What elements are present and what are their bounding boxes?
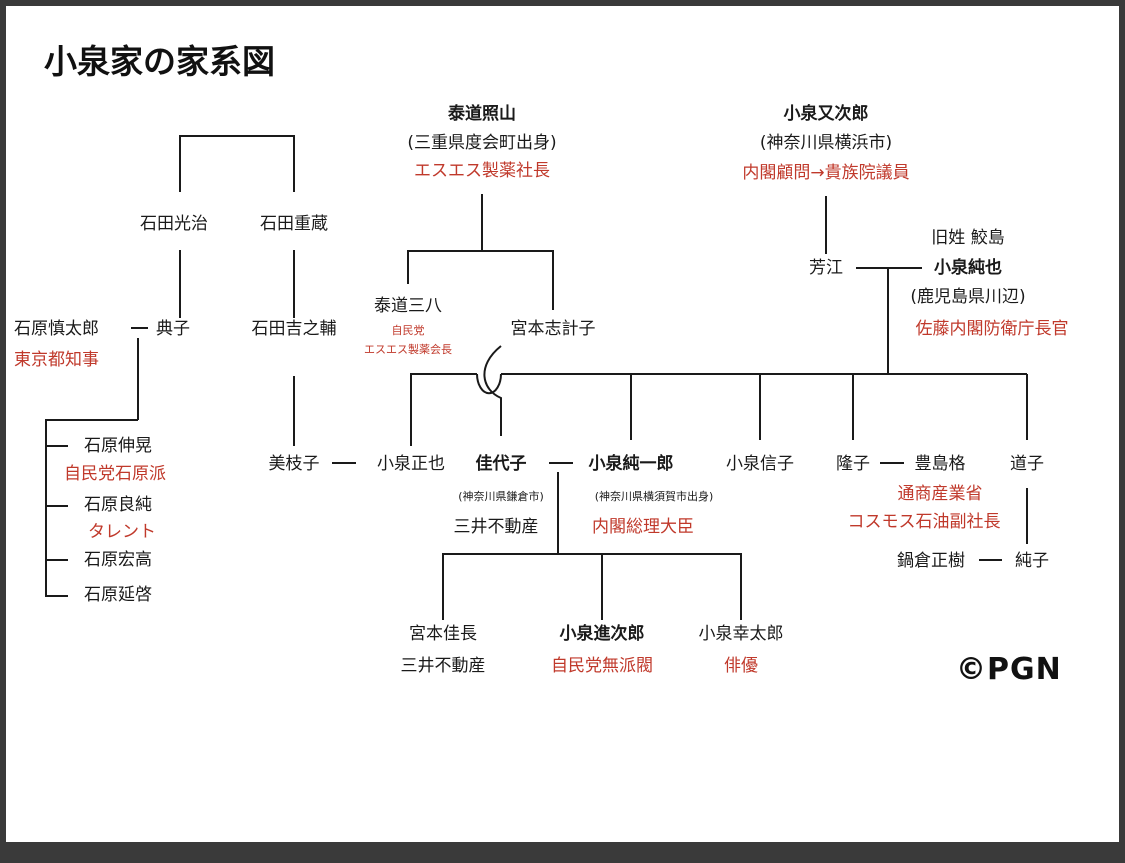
- person-miyamoto-yoshinaga: 宮本佳長: [409, 624, 477, 644]
- connector-lines: [45, 135, 1028, 620]
- line-crossing-hop: [476, 373, 502, 395]
- grandchildren-bracket: [442, 553, 742, 620]
- person-koizumi-masaya: 小泉正也: [377, 454, 445, 474]
- person-koizumi-shinjiro: 小泉進次郎: [559, 624, 645, 644]
- person-koizumi-nobuko: 小泉信子: [726, 454, 794, 474]
- role-koizumi-junya: 佐藤内閣防衛庁長官: [915, 319, 1069, 339]
- person-miyamoto-shikeko: 宮本志計子: [510, 319, 596, 339]
- person-ishihara-hirotaka: 石原宏高: [84, 550, 152, 570]
- person-ishihara-nobuhiro: 石原延啓: [84, 585, 152, 605]
- role-taido-sanpachi-party: 自民党: [391, 324, 425, 337]
- person-ishihara-nobuteru: 石原伸晃: [84, 436, 152, 456]
- person-taido-shozan: 泰道照山: [448, 104, 516, 124]
- origin-taido-shozan: (三重県度会町出身): [407, 133, 557, 153]
- role-ishihara-shintaro: 東京都知事: [14, 350, 99, 370]
- person-ishida-mitsuharu: 石田光治: [140, 214, 208, 234]
- person-mieko: 美枝子: [268, 454, 320, 474]
- role-ishihara-yoshizumi: タレント: [88, 522, 156, 542]
- person-junko: 純子: [1015, 551, 1049, 571]
- origin-koizumi-junichiro: (神奈川県横須賀市出身): [594, 490, 714, 503]
- taido-children-bracket: [407, 250, 554, 310]
- person-noriko: 典子: [156, 319, 190, 339]
- person-nabekura-masaki: 鍋倉正樹: [897, 551, 965, 571]
- role-miyamoto-yoshinaga: 三井不動産: [400, 656, 486, 676]
- person-ishida-kichinosuke: 石田吉之輔: [251, 319, 337, 339]
- family-tree-panel: 小泉家の家系図 石田光治 石田重蔵 石原慎太郎 東京都知事 典子 石田吉之輔 石…: [6, 6, 1119, 842]
- person-koizumi-junichiro: 小泉純一郎: [588, 454, 674, 474]
- copyright-mark: ©PGN: [956, 652, 1062, 687]
- person-taido-sanpachi: 泰道三八: [374, 296, 442, 316]
- page-title: 小泉家の家系図: [44, 42, 275, 81]
- role-toshima-itaru-ministry: 通商産業省: [897, 484, 983, 504]
- role-ishihara-nobuteru: 自民党石原派: [64, 464, 166, 484]
- person-ishihara-shintaro: 石原慎太郎: [14, 319, 99, 339]
- role-koizumi-kotaro: 俳優: [724, 656, 758, 676]
- children-bar-left: [410, 373, 477, 446]
- origin-koizumi-matajiro: (神奈川県横浜市): [759, 133, 893, 153]
- person-koizumi-junya: 小泉純也: [934, 258, 1002, 278]
- line-shikeko-kayoko: [483, 345, 502, 436]
- role-kayoko: 三井不動産: [453, 517, 539, 537]
- person-michiko: 道子: [1010, 454, 1044, 474]
- role-taido-sanpachi-company: エスエス製薬会長: [364, 343, 452, 356]
- origin-kayoko: (神奈川県鎌倉市): [458, 490, 544, 503]
- role-koizumi-shinjiro: 自民党無派閥: [551, 656, 653, 676]
- former-name-koizumi-junya: 旧姓 鮫島: [931, 228, 1005, 248]
- bottom-bar: [0, 842, 1125, 863]
- person-toshima-itaru: 豊島格: [914, 454, 966, 474]
- person-takako: 隆子: [836, 454, 870, 474]
- person-yoshie: 芳江: [809, 258, 843, 278]
- origin-koizumi-junya: (鹿児島県川辺): [910, 287, 1026, 307]
- person-koizumi-matajiro: 小泉又次郎: [783, 104, 869, 124]
- role-taido-shozan: エスエス製薬社長: [414, 161, 550, 181]
- role-koizumi-matajiro: 内閣顧問→貴族院議員: [742, 163, 910, 183]
- person-kayoko: 佳代子: [475, 454, 527, 474]
- ishida-sibling-bracket: [179, 135, 295, 192]
- ishihara-children-bracket: [45, 419, 138, 597]
- role-toshima-itaru-company: コスモス石油副社長: [847, 512, 1001, 532]
- role-koizumi-junichiro: 内閣総理大臣: [592, 517, 694, 537]
- person-ishida-shigezo: 石田重蔵: [260, 214, 328, 234]
- person-koizumi-kotaro: 小泉幸太郎: [698, 624, 784, 644]
- person-ishihara-yoshizumi: 石原良純: [84, 495, 152, 515]
